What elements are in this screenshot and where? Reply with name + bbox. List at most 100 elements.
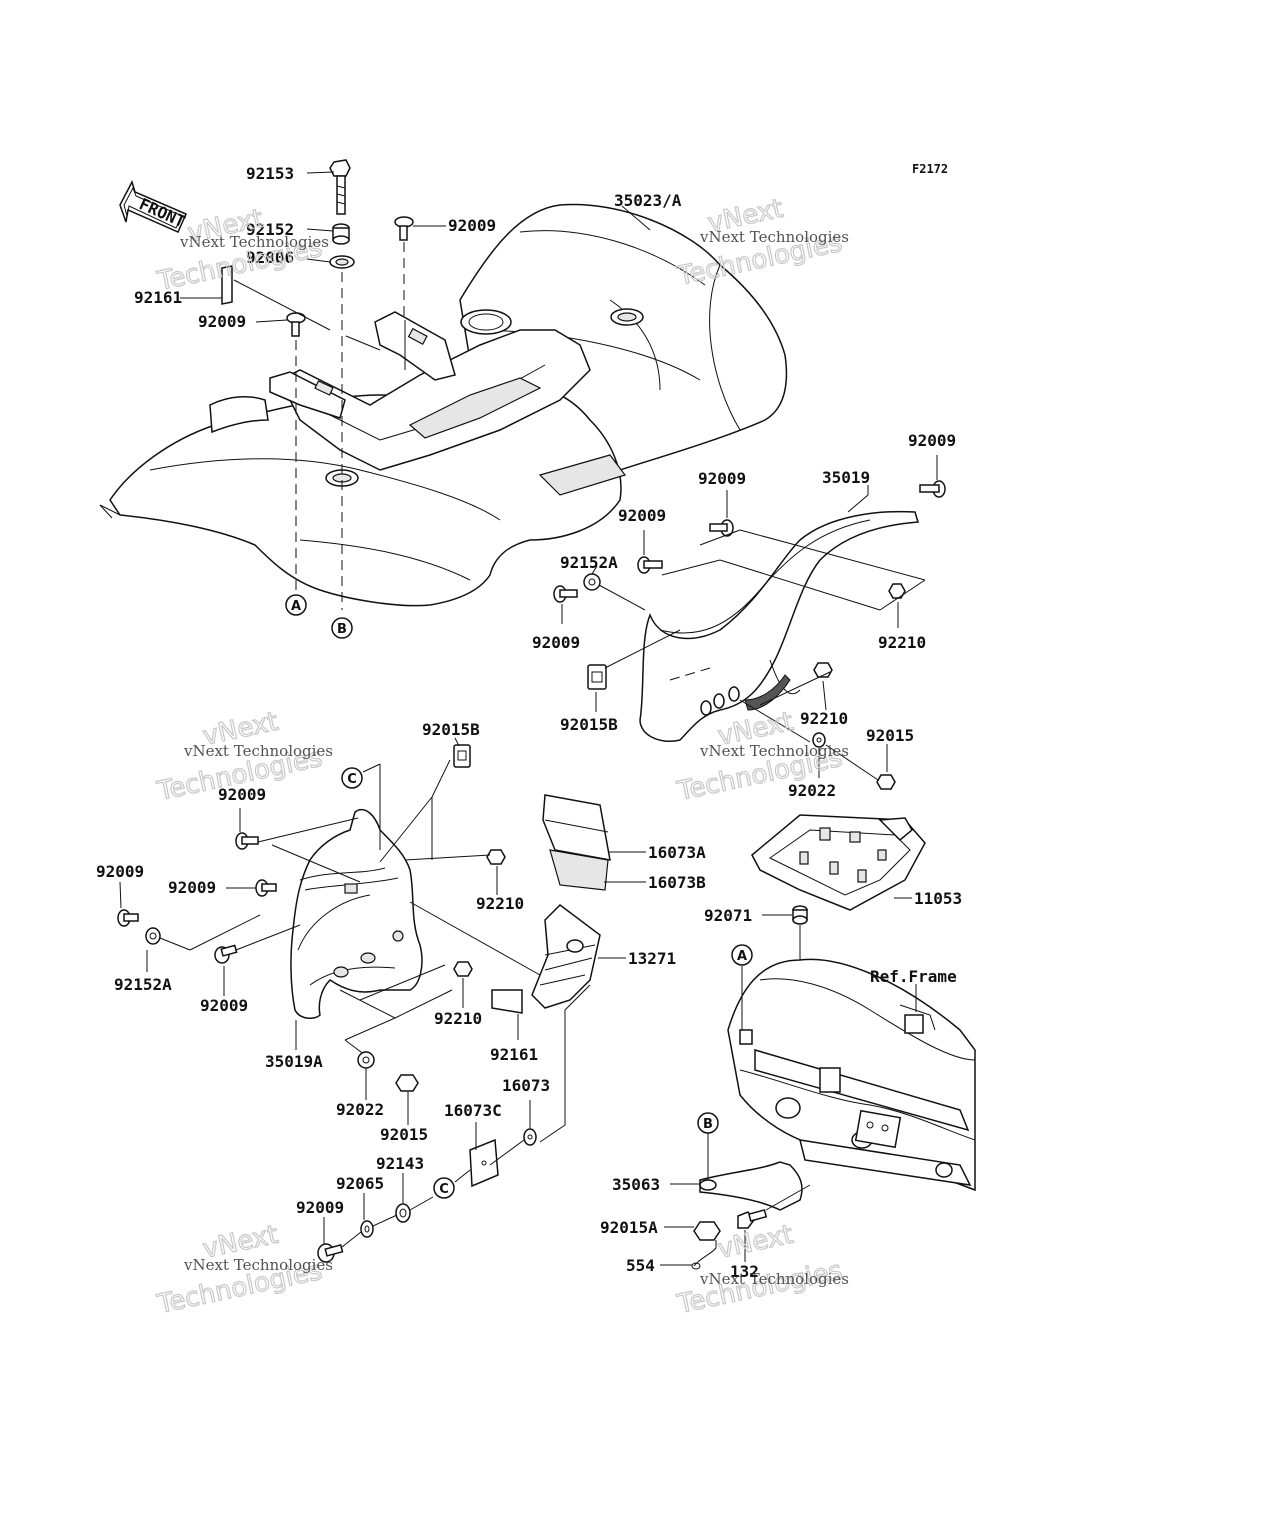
label-92009-bot: 92009: [296, 1198, 344, 1217]
part-labels: 92153 92152 92006 92161 92009 92009 3502…: [96, 164, 962, 1281]
bracket-35063-drawing: [699, 1161, 803, 1211]
label-92009-l3: 92009: [96, 862, 144, 881]
label-92009-r1: 92009: [908, 431, 956, 450]
label-92153: 92153: [246, 164, 294, 183]
label-35023: 35023/A: [614, 191, 682, 210]
svg-text:C: C: [347, 772, 357, 787]
label-35063: 35063: [612, 1175, 660, 1194]
label-92065: 92065: [336, 1174, 384, 1193]
side-cover-35019A-drawing: [290, 809, 423, 1020]
label-92006: 92006: [246, 248, 294, 267]
label-92009-l4: 92009: [200, 996, 248, 1015]
label-ref-frame: Ref.Frame: [870, 967, 957, 986]
screw-92009-top2-icon: [394, 216, 414, 241]
svg-text:C: C: [439, 1182, 449, 1197]
label-92143: 92143: [376, 1154, 424, 1173]
label-92009-r4: 92009: [532, 633, 580, 652]
ref-circle-a-frame: A: [731, 944, 753, 966]
svg-text:A: A: [291, 599, 301, 614]
collar-92071-icon: [792, 905, 808, 925]
label-92015B-r: 92015B: [560, 715, 618, 734]
ref-circle-a-top: A: [285, 594, 307, 616]
screw-92009-l3-icon: [117, 909, 139, 927]
screw-92009-r3-icon: [637, 556, 663, 574]
washer-92022-m-icon: [357, 1051, 375, 1069]
label-92009-l2: 92009: [168, 878, 216, 897]
screw-92009-l2-icon: [255, 879, 277, 897]
label-13271: 13271: [628, 949, 676, 968]
svg-text:vNext Technologies: vNext Technologies: [699, 742, 849, 760]
damper-92161-m-icon: [491, 989, 523, 1014]
label-11053: 11053: [914, 889, 962, 908]
tray-11053-drawing: [751, 814, 926, 911]
label-35019A: 35019A: [265, 1052, 323, 1071]
guard-13271-drawing: [531, 904, 601, 1009]
label-92015-r: 92015: [866, 726, 914, 745]
nut-92210-r1-icon: [888, 583, 906, 599]
screw-92009-r4-icon: [553, 585, 578, 603]
label-92009-top2: 92009: [448, 216, 496, 235]
label-16073A: 16073A: [648, 843, 706, 862]
label-92152: 92152: [246, 220, 294, 239]
label-92161-top: 92161: [134, 288, 182, 307]
label-92009-top1: 92009: [198, 312, 246, 331]
label-554: 554: [626, 1256, 655, 1275]
label-92009-r3: 92009: [618, 506, 666, 525]
label-92022-r: 92022: [788, 781, 836, 800]
label-92210-m2: 92210: [434, 1009, 482, 1028]
label-132: 132: [730, 1262, 759, 1281]
grommet-92143-icon: [395, 1203, 411, 1223]
washer-92065-icon: [360, 1220, 374, 1238]
pad-16073B-icon: [549, 849, 609, 891]
nut-92210-m1-icon: [486, 849, 506, 865]
label-92161-m: 92161: [490, 1045, 538, 1064]
washer-92022-r-icon: [812, 732, 826, 748]
screw-92009-top1-icon: [286, 312, 306, 337]
nut-92015-m-icon: [395, 1074, 419, 1092]
nut-92015-r-icon: [876, 774, 896, 790]
bolt-132-icon: [737, 1209, 768, 1229]
washers-r-icon: [700, 686, 740, 716]
grommet-92006-icon: [329, 255, 355, 269]
svg-text:vNext: vNext: [715, 1220, 796, 1265]
svg-text:vNext Technologies: vNext Technologies: [179, 233, 329, 251]
watermark-bottom-left: vNext Technologies vNext Technologies: [154, 1219, 333, 1321]
label-35019: 35019: [822, 468, 870, 487]
figure-code: F2172: [912, 162, 948, 176]
svg-text:vNext Technologies: vNext Technologies: [183, 742, 333, 760]
label-92015-m: 92015: [380, 1125, 428, 1144]
ref-circle-c-bottom: C: [433, 1177, 455, 1199]
plate-16073C-icon: [469, 1138, 499, 1188]
ref-circle-c-left: C: [341, 767, 363, 789]
screw-92009-r1-icon: [919, 480, 946, 498]
label-16073B: 16073B: [648, 873, 706, 892]
svg-text:B: B: [703, 1117, 713, 1132]
watermark-top-right: vNext Technologies vNext Technologies: [674, 193, 849, 293]
watermark-top-left: vNext Technologies vNext Technologies: [154, 203, 329, 298]
svg-text:B: B: [337, 622, 347, 637]
svg-text:vNext Technologies: vNext Technologies: [699, 228, 849, 246]
label-92210-m1: 92210: [476, 894, 524, 913]
label-92009-r2: 92009: [698, 469, 746, 488]
label-92015B-l: 92015B: [422, 720, 480, 739]
washer-16073-icon: [523, 1128, 537, 1146]
label-92210-r1: 92210: [878, 633, 926, 652]
nut-92210-m2-icon: [453, 961, 473, 977]
screw-92009-r2-icon: [709, 519, 734, 537]
front-arrow-icon: FRONT: [119, 180, 188, 233]
ref-circle-b-frame: B: [697, 1112, 719, 1134]
label-92015A: 92015A: [600, 1218, 658, 1237]
svg-text:vNext Technologies: vNext Technologies: [699, 1270, 849, 1288]
nut-92015A-icon: [693, 1221, 721, 1241]
cotter-pin-554-icon: [691, 1247, 717, 1270]
collar-92152A-l-icon: [145, 927, 161, 945]
label-16073C: 16073C: [444, 1101, 502, 1120]
clip-92015B-l-icon: [453, 744, 471, 768]
label-92022-m: 92022: [336, 1100, 384, 1119]
svg-text:vNext Technologies: vNext Technologies: [183, 1256, 333, 1274]
side-cover-35019-drawing: [639, 510, 919, 742]
label-92071: 92071: [704, 906, 752, 925]
rear-fender-drawing: [99, 203, 788, 607]
collar-92152A-r-icon: [583, 573, 601, 591]
